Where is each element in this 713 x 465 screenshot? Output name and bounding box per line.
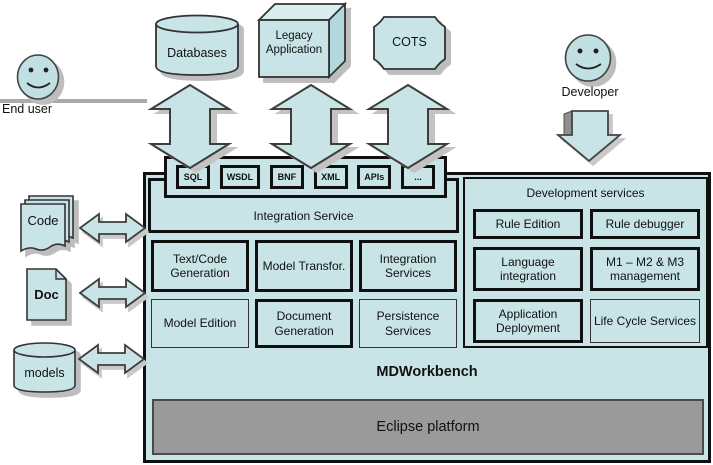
code-workbench-arrow-icon	[79, 212, 146, 244]
databases-workbench-arrow-icon	[147, 84, 233, 169]
dev-service-application-deployment: Application Deployment	[473, 299, 583, 343]
legacy-application-shape: Legacy Application	[256, 1, 349, 80]
doc-label: Doc	[34, 287, 59, 302]
service-integration-services: Integration Services	[359, 240, 457, 292]
dev-service-rule-edition: Rule Edition	[473, 209, 583, 239]
multi-document-icon	[20, 195, 74, 253]
service-model-transformation: Model Transfor.	[255, 240, 353, 292]
legacy-application-label: Legacy Application	[265, 30, 323, 57]
models-artifact-shape: models	[11, 341, 78, 394]
developer-label: Developer	[561, 85, 619, 99]
dev-service-life-cycle-services: Life Cycle Services	[590, 299, 700, 343]
protocol-chip-xml: XML	[313, 165, 348, 189]
service-document-generation: Document Generation	[255, 299, 353, 348]
models-workbench-arrow-icon	[78, 343, 145, 375]
development-services-panel: Development services Rule Edition Rule d…	[463, 177, 708, 348]
cots-workbench-arrow-icon	[365, 84, 451, 169]
code-artifact-shape: Code	[15, 192, 79, 260]
eclipse-platform-label: Eclipse platform	[376, 419, 480, 435]
dev-service-rule-debugger: Rule debugger	[590, 209, 700, 239]
legacy-workbench-arrow-icon	[268, 84, 354, 169]
databases-label: Databases	[167, 46, 227, 60]
end-user-label: End user	[2, 102, 53, 116]
developer-icon	[563, 33, 613, 83]
databases-shape: Databases	[152, 12, 242, 78]
end-user-icon	[16, 53, 61, 101]
doc-workbench-arrow-icon	[79, 277, 146, 309]
development-services-grid: Rule Edition Rule debugger Language inte…	[473, 209, 700, 343]
integration-service-label: Integration Service	[253, 209, 354, 223]
service-model-edition: Model Edition	[151, 299, 249, 348]
cots-shape: COTS	[370, 13, 449, 73]
protocol-chip-wsdl: WSDL	[219, 165, 261, 189]
models-cylinder-icon	[13, 342, 76, 393]
service-text-code-generation: Text/Code Generation	[151, 240, 249, 292]
eclipse-platform-bar: Eclipse platform	[152, 399, 704, 455]
protocol-chip-apis: APIs	[357, 165, 392, 189]
cots-label: COTS	[392, 35, 427, 49]
dev-service-m1-m2-m3-management: M1 – M2 & M3 management	[590, 247, 700, 291]
protocol-chip-more: ...	[400, 165, 435, 189]
core-services-grid: Text/Code Generation Model Transfor. Int…	[151, 240, 457, 348]
protocol-chip-bnf: BNF	[269, 165, 304, 189]
database-cylinder-icon	[155, 14, 239, 76]
shadow-band	[0, 99, 147, 103]
cube-icon	[256, 1, 348, 80]
service-persistence-services: Persistence Services	[359, 299, 457, 348]
plaque-icon	[373, 16, 446, 70]
code-label: Code	[27, 213, 59, 228]
dev-service-language-integration: Language integration	[473, 247, 583, 291]
mdworkbench-label: MDWorkbench	[376, 364, 478, 380]
doc-artifact-shape: Doc	[24, 266, 69, 323]
development-services-title: Development services	[526, 186, 645, 200]
developer-arrow-icon	[556, 110, 622, 164]
models-label: models	[24, 366, 65, 380]
document-icon	[26, 268, 67, 321]
